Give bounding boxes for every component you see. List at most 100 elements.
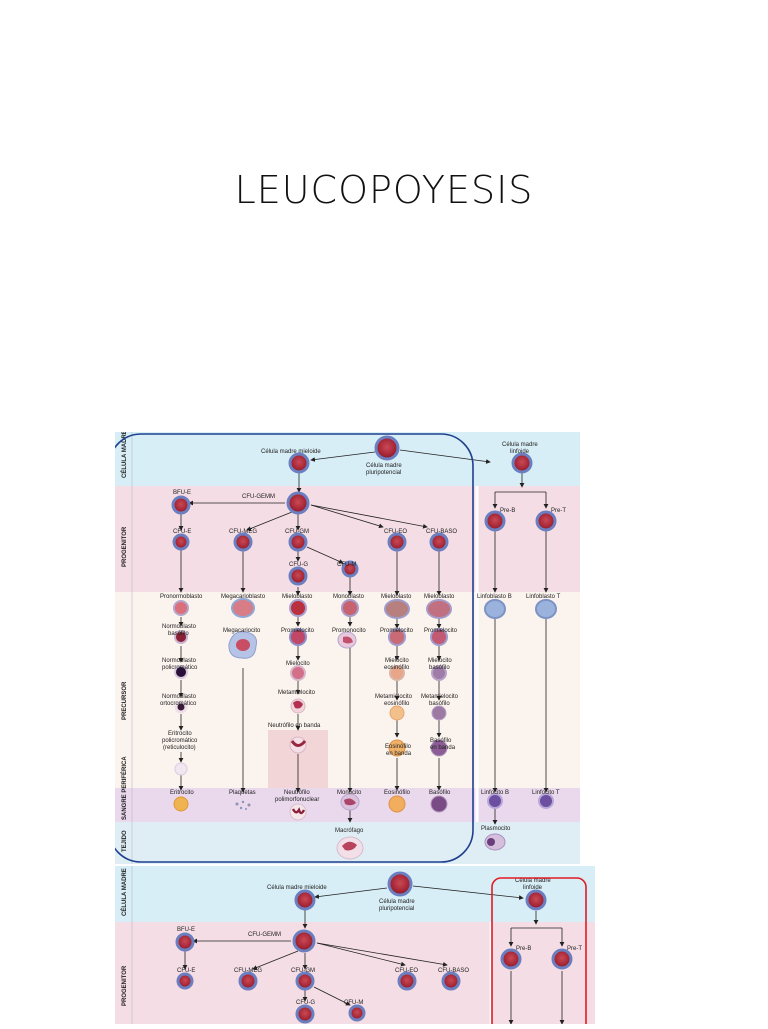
label-pre-t-b: Pre-T (567, 946, 582, 952)
label-normoblasto-basofilo-2: basófilo (168, 631, 189, 637)
basofilo-cell (430, 795, 448, 813)
cfu-baso-cell (429, 532, 449, 552)
cfu-e-cell-2 (176, 972, 194, 990)
label-cfu-m-b: CFU-M (344, 1000, 363, 1006)
cfu-g-cell-2 (295, 1004, 315, 1024)
label-madre-mieloide-b: Célula madre mieloide (267, 885, 327, 891)
label-plasmocito: Plasmocito (481, 826, 511, 832)
label-mielocito-bas-1: Mielocito (428, 658, 452, 664)
label-linfoblasto-t: Linfoblasto T (526, 594, 561, 600)
pronormoblasto-cell (173, 600, 189, 616)
label-cfu-eo-b: CFU-EO (395, 968, 418, 974)
side-label-precursor: PRECURSOR (122, 681, 128, 720)
basofilo-banda-cell (430, 739, 448, 757)
label-cfu-meg-b: CFU-MEG (234, 968, 262, 974)
label-madre-linfoide-1: Célula madre (502, 442, 538, 448)
label-cfu-e-b: CFU-E (177, 968, 195, 974)
label-madre-pluripotencial-2-b: pluripotencial (379, 906, 414, 912)
label-bfu-e: BFU-E (173, 490, 191, 496)
celula-pluripotencial (374, 435, 400, 461)
cfu-meg-cell-2 (238, 971, 258, 991)
label-mieloblasto-1: Mieloblasto (282, 594, 313, 600)
label-metamielocito: Metamielocito (278, 690, 316, 696)
label-cfu-e: CFU-E (173, 529, 191, 535)
pre-b-cell-2 (500, 948, 522, 970)
label-cfu-gemm: CFU-GEMM (242, 494, 275, 500)
label-metamielocito-eos-2: eosinófilo (384, 701, 410, 707)
mieloblasto-3-cell (426, 599, 452, 619)
mielocito-eos-cell (389, 665, 405, 681)
hematopoiesis-diagram-lymphoid-highlight: CÉLULA MADRE PROGENITOR Célula madre plu… (115, 866, 595, 1029)
label-macrofago: Macrófago (335, 828, 364, 834)
side-label-celula-madre: CÉLULA MADRE (120, 432, 128, 478)
label-madre-linfoide-2-b: linfoide (523, 885, 543, 891)
promielocito-3-cell (430, 628, 448, 646)
label-metamielocito-bas-1: Metamielocito (421, 694, 459, 700)
label-eritrocito-poli-2: policromático (162, 738, 198, 744)
normoblasto-orto-cell (174, 700, 188, 714)
cfu-gemm-cell (286, 491, 310, 515)
metamielocito-nucleus (293, 700, 303, 709)
cfu-m-cell-2 (348, 1004, 366, 1022)
label-promielocito-1: Promielocito (281, 628, 315, 634)
label-monoblasto: Monoblasto (333, 594, 365, 600)
eritrocito-poli-cell (174, 762, 188, 776)
mielocito-bas-cell (431, 665, 447, 681)
cfu-eo-cell (387, 532, 407, 552)
label-plaquetas: Plaquetas (229, 790, 256, 796)
pre-b-cell (484, 510, 506, 532)
stem-cells (171, 435, 557, 586)
eosinofilo-banda-cell (388, 739, 406, 757)
label-neutrofilo-banda: Neutrófilo en banda (268, 723, 321, 729)
label-madre-linfoide-2: linfoide (510, 449, 530, 455)
label-monocito: Monocito (337, 790, 362, 796)
cfu-m-cell (341, 560, 359, 578)
label-megacarioblasto: Megacarioblasto (221, 594, 266, 600)
label-pre-b: Pre-B (500, 508, 515, 514)
normoblasto-basofilo-cell (174, 630, 188, 644)
label-pronormoblasto: Pronormoblasto (160, 594, 203, 600)
label-mieloblasto-2: Mieloblasto (381, 594, 412, 600)
metamielocito-eos-cell (389, 705, 405, 721)
label-eosinofilo-banda-2: en banda (386, 751, 412, 757)
label-cfu-gemm-b: CFU-GEMM (248, 932, 281, 938)
side-label-sangre: SANGRE PERIFÉRICA (120, 756, 128, 820)
eritrocito-cell (173, 796, 189, 812)
label-eosinofilo: Eosinófilo (384, 790, 411, 796)
cfu-gemm-cell-2 (292, 929, 316, 953)
label-mielocito-eos-2: eosinófilo (384, 665, 410, 671)
label-metamielocito-bas-2: basófilo (429, 701, 450, 707)
label-cfu-baso: CFU-BASO (426, 529, 457, 535)
mieloblasto-1-cell (289, 599, 307, 617)
linfocito-t-cell (538, 793, 554, 809)
promielocito-2-cell (388, 628, 406, 646)
label-madre-linfoide-1-b: Célula madre (515, 878, 551, 884)
celula-pluripotencial-2 (387, 871, 413, 897)
band-precursor (115, 592, 580, 788)
linfoblasto-t-cell (535, 599, 557, 619)
megacariocito-nucleus (236, 639, 250, 651)
celula-madre-mieloide-2 (294, 889, 316, 911)
bfu-e-cell-2 (175, 932, 195, 952)
label-linfocito-t: Linfocito T (532, 790, 560, 796)
side-label-celula-madre-2: CÉLULA MADRE (120, 868, 128, 916)
label-cfu-g: CFU-G (289, 562, 308, 568)
cfu-eo-cell-2 (397, 971, 417, 991)
monocito-nucleus (344, 798, 356, 806)
label-madre-pluripotencial-2: pluripotencial (366, 470, 401, 476)
label-cfu-g-b: CFU-G (296, 1000, 315, 1006)
mielocito-cell (290, 665, 306, 681)
linfocito-b-cell (487, 793, 503, 809)
label-bfu-e-b: BFU-E (177, 927, 195, 933)
side-label-progenitor-2: PROGENITOR (122, 965, 128, 1006)
macrofago-nucleus (342, 841, 357, 851)
label-pre-b-b: Pre-B (516, 946, 531, 952)
side-label-tejido: TEJIDO (122, 830, 128, 852)
label-mieloblasto-3: Mieloblasto (424, 594, 455, 600)
monoblasto-cell (341, 599, 359, 617)
label-madre-mieloide: Célula madre mieloide (261, 449, 321, 455)
label-mielocito: Mielocito (286, 661, 310, 667)
mieloblasto-2-cell (384, 599, 410, 619)
label-promonocito: Promonocito (332, 628, 366, 634)
label-mielocito-bas-2: basófilo (429, 665, 450, 671)
